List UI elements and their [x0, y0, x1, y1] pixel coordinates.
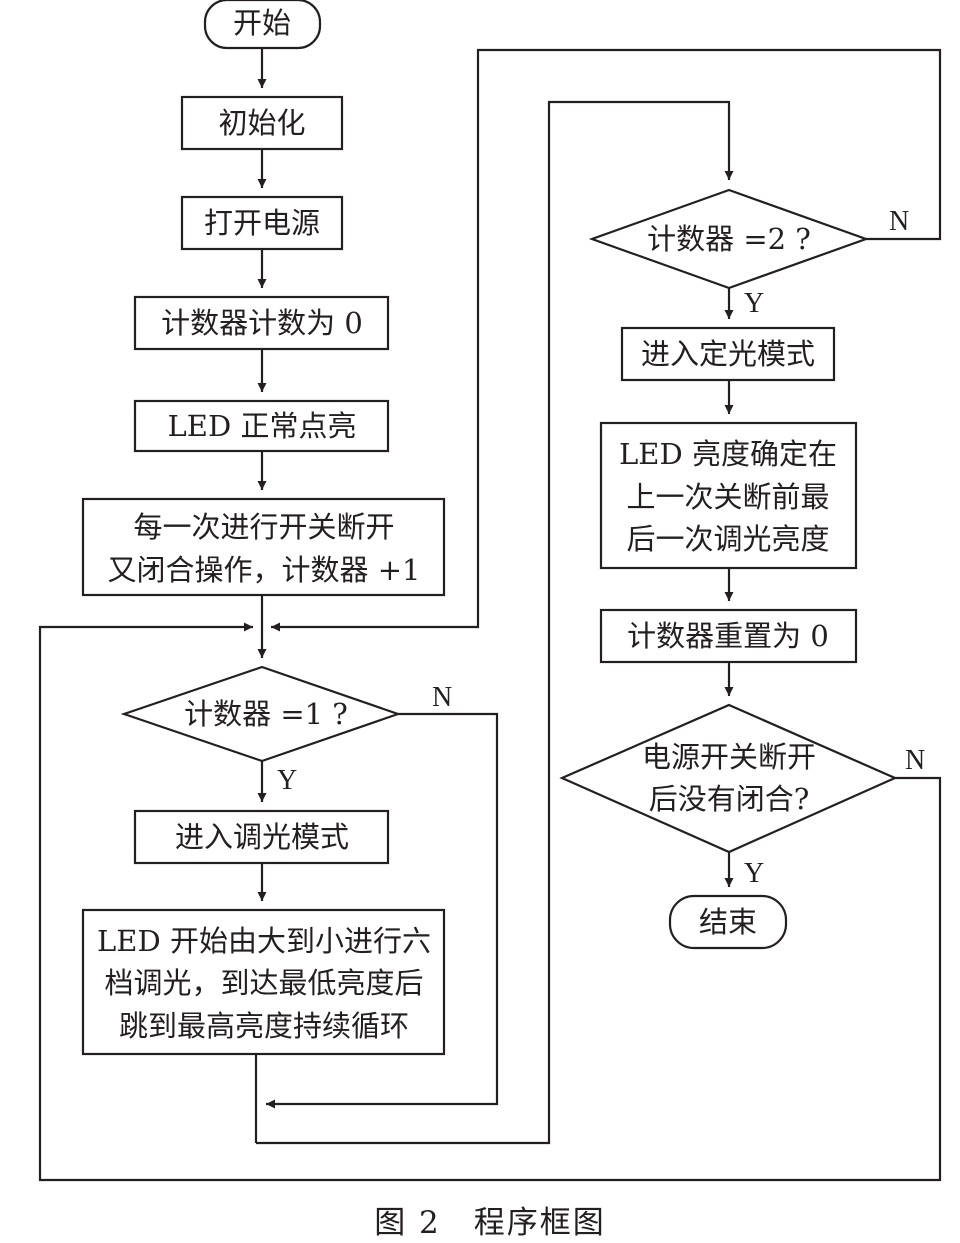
- counter-reset-box: [599, 608, 858, 664]
- arrow-decision2-no: [271, 48, 942, 632]
- decision-2-label: 计数器 =2 ?: [647, 222, 811, 256]
- fixed-mode-box: [620, 326, 836, 382]
- arrow-loop-to-decision2: [256, 100, 734, 1145]
- dimming-desc-line-3: 跳到最高亮度持续循环: [119, 1009, 409, 1043]
- switch-op-line-2: 又闭合操作，计数器 +1: [108, 553, 421, 587]
- fixed-desc-line-2: 上一次关断前最: [626, 480, 829, 514]
- switch-op-line-1: 每一次进行开关断开: [133, 510, 394, 544]
- counter-zero-label: 计数器计数为 0: [161, 306, 363, 340]
- counter-reset-label: 计数器重置为 0: [627, 619, 829, 653]
- dimming-mode-label: 进入调光模式: [175, 820, 349, 854]
- decision-power-switch: [559, 703, 898, 854]
- decision-2-yes-label: Y: [744, 288, 764, 319]
- dimming-desc-line-1: LED 开始由大到小进行六: [97, 924, 431, 958]
- decision-1-yes-label: Y: [277, 765, 297, 796]
- decision-3-line-1: 电源开关断开: [642, 740, 816, 774]
- decision-1-label: 计数器 =1 ?: [184, 697, 348, 731]
- init-box: [180, 95, 344, 151]
- dimming-mode-box: [133, 809, 390, 865]
- counter-zero-box: [133, 295, 390, 351]
- switch-op-box: [81, 497, 446, 597]
- fixed-mode-label: 进入定光模式: [641, 337, 815, 371]
- fixed-desc-line-1: LED 亮度确定在: [619, 437, 837, 471]
- decision-3-line-2: 后没有闭合?: [649, 782, 810, 816]
- end-terminator: [668, 894, 788, 950]
- power-on-label: 打开电源: [204, 206, 320, 240]
- end-label: 结束: [699, 905, 757, 939]
- init-label: 初始化: [218, 106, 305, 140]
- dimming-desc-line-2: 档调光，到达最低亮度后: [104, 966, 423, 1000]
- led-normal-label: LED 正常点亮: [168, 409, 357, 443]
- led-normal-box: [133, 399, 390, 453]
- start-label: 开始: [233, 6, 291, 40]
- arrow-decision1-no: [266, 712, 499, 1109]
- fixed-desc-line-3: 后一次调光亮度: [626, 522, 829, 556]
- decision-2-no-label: N: [889, 206, 909, 237]
- decision-3-yes-label: Y: [744, 858, 764, 889]
- decision-1-no-label: N: [432, 682, 452, 713]
- power-on-box: [180, 195, 344, 251]
- decision-3-no-label: N: [905, 745, 925, 776]
- arrow-decision3-no: [38, 622, 942, 1182]
- fixed-desc-box: [599, 421, 858, 570]
- dimming-desc-box: [81, 908, 446, 1056]
- figure-caption: 图 2 程序框图: [374, 1205, 606, 1241]
